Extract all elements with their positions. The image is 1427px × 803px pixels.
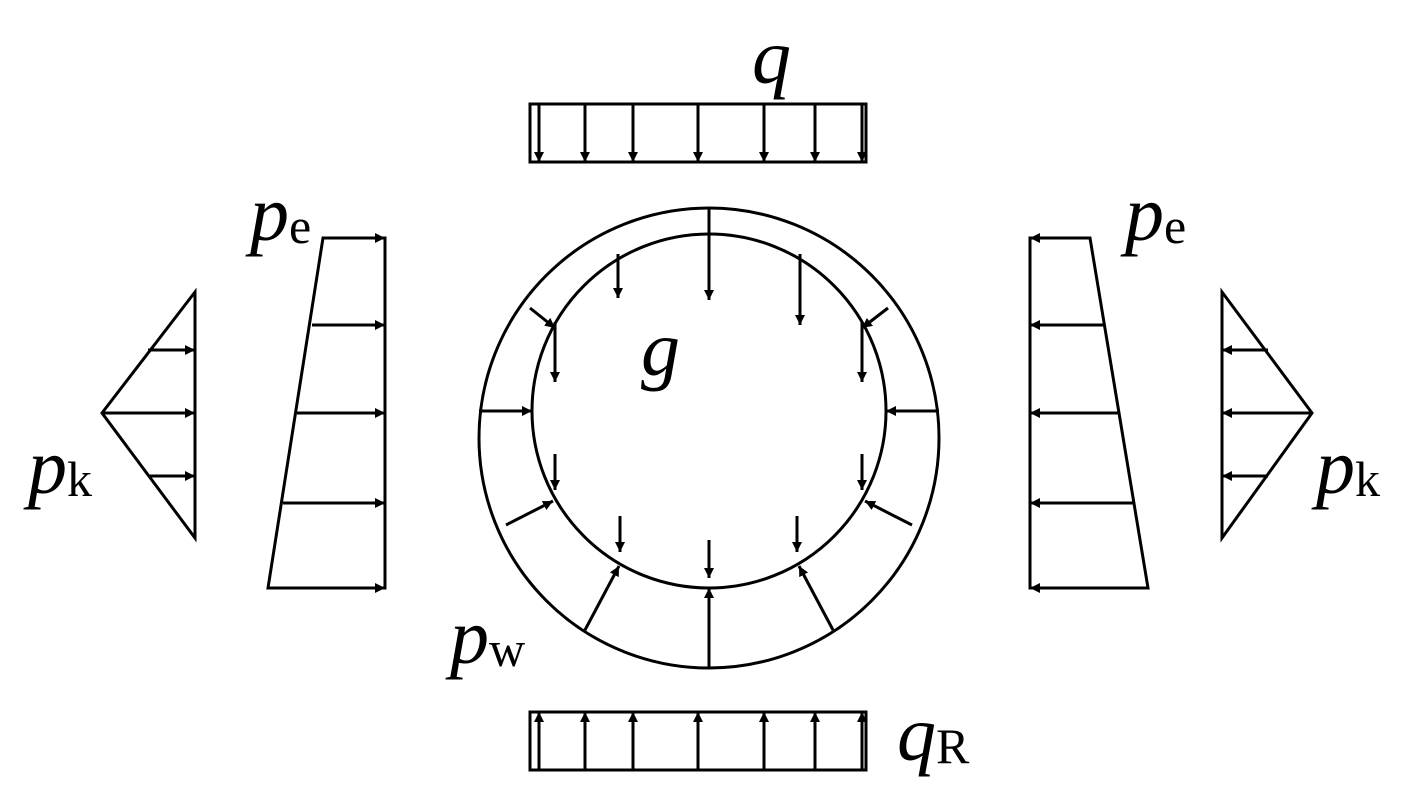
label-pe-right-main: p [1125, 170, 1164, 257]
earth-pressure-right [1028, 233, 1150, 593]
label-pk-right-main: p [1316, 423, 1355, 510]
label-pk-left-sub: k [67, 450, 92, 507]
label-q-text: q [752, 13, 791, 100]
water-pressure-arrows [479, 406, 939, 668]
label-pw-main: p [450, 593, 489, 680]
label-pe-right: pe [1125, 175, 1186, 253]
label-pe-right-sub: e [1164, 197, 1187, 254]
label-qr: qR [897, 695, 969, 773]
label-pe-left: pe [250, 175, 311, 253]
label-g-text: g [641, 305, 680, 392]
reaction-load-qr [528, 710, 868, 772]
label-pk-left: pk [28, 428, 92, 506]
label-qr-main: q [897, 690, 936, 777]
earth-pressure-left [266, 233, 387, 593]
label-pk-left-main: p [28, 423, 67, 510]
label-pw-sub: w [489, 620, 526, 677]
self-weight-arrows [529, 208, 889, 578]
surcharge-load-q [528, 102, 868, 164]
label-q: q [752, 18, 791, 96]
label-pe-left-main: p [250, 170, 289, 257]
label-qr-sub: R [936, 717, 970, 774]
label-pk-right: pk [1316, 428, 1380, 506]
label-pk-right-sub: k [1355, 450, 1380, 507]
label-pw: pw [450, 598, 525, 676]
soil-resistance-right [1220, 287, 1314, 543]
soil-resistance-left [100, 287, 197, 543]
label-pe-left-sub: e [289, 197, 312, 254]
label-g: g [641, 310, 680, 388]
